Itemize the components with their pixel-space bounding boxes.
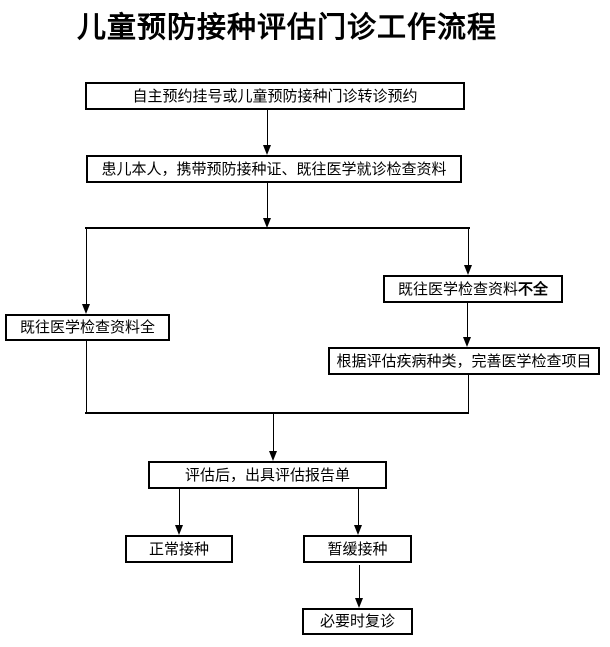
node-records-complete: 既往医学检查资料全 [5,314,170,341]
edge-report-postpone-vaccination-arrowhead-icon [354,525,362,535]
node-followup-label: 必要时复诊 [319,613,395,630]
node-postpone-vaccination-label: 暂缓接种 [327,540,388,558]
edge-branch-records-incomplete-line [468,229,469,266]
node-records-incomplete-label-bold: 不全 [518,280,549,298]
node-records-complete-label: 既往医学检查资料全 [19,319,155,336]
node-appointment-label: 自主预约挂号或儿童预防接种门诊转诊预约 [132,87,418,105]
node-bring-documents: 患儿本人，携带预防接种证、既往医学就诊检查资料 [86,155,462,183]
edge-branch-records-complete-arrowhead-icon [82,304,90,314]
node-normal-vaccination: 正常接种 [125,535,233,563]
node-normal-vaccination-label: 正常接种 [148,540,209,558]
edge-report-normal-vaccination-line [179,489,180,526]
page-title: 儿童预防接种评估门诊工作流程 [76,12,497,44]
node-improve-exams-label: 根据评估疾病种类，完善医学检查项目 [336,352,592,370]
edge-records-complete-merge-line [86,341,87,413]
edge-report-postpone-vaccination-line [358,489,359,526]
node-improve-exams: 根据评估疾病种类，完善医学检查项目 [328,347,600,375]
node-report-label: 评估后，出具评估报告单 [184,466,350,484]
edge-branch-records-incomplete-arrowhead-icon [464,265,472,275]
edge-branch-records-complete-line [86,229,87,305]
edge-improve-exams-merge-line [468,375,469,413]
node-records-incomplete-label: 既往医学检查资料不全 [398,282,548,297]
edge-bring-documents-branch-line [267,183,268,219]
branch-split-horizontal-line [85,227,470,229]
edge-records-incomplete-improve-exams-line [467,303,468,338]
node-records-incomplete: 既往医学检查资料不全 [383,275,563,303]
edge-merge-report-arrowhead-icon [269,451,277,461]
edge-bring-documents-branch-arrowhead-icon [263,218,271,228]
edge-postpone-followup-line [359,565,360,599]
edge-records-incomplete-improve-exams-arrowhead-icon [463,337,471,347]
node-appointment: 自主预约挂号或儿童预防接种门诊转诊预约 [85,82,465,110]
edge-appointment-bring-documents-arrowhead-icon [263,145,271,155]
node-postpone-vaccination: 暂缓接种 [303,535,412,563]
node-followup: 必要时复诊 [302,608,413,635]
edge-merge-report-line [273,414,274,452]
edge-postpone-followup-arrowhead-icon [355,598,363,608]
node-report: 评估后，出具评估报告单 [148,461,387,489]
node-records-incomplete-label-prefix: 既往医学检查资料 [397,280,518,298]
merge-join-horizontal-line [85,412,469,414]
edge-appointment-bring-documents-line [267,110,268,146]
edge-report-normal-vaccination-arrowhead-icon [175,525,183,535]
node-bring-documents-label: 患儿本人，携带预防接种证、既往医学就诊检查资料 [101,160,447,178]
